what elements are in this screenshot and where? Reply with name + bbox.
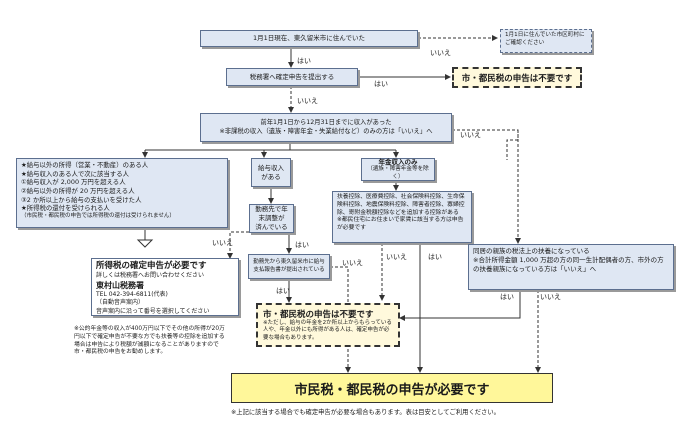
payment-line: 勤務先から東久留米市に給与: [253, 259, 325, 266]
residence-no-note: 1月1日に住んでいた市区町村にご確認ください: [500, 29, 592, 53]
tax-office-line3: 音声案内に沿って番号を選択してください: [96, 307, 210, 315]
business-line: ★所得税の還付を受けられる人: [21, 204, 110, 213]
result-not-required-text: 市・都民税の申告は不要です: [263, 310, 374, 320]
q-residence: 1月1日現在、東久留米市に住んでいた: [200, 30, 418, 47]
label-yes: はい: [428, 253, 442, 261]
pension-title: 年金収入のみ: [378, 157, 418, 166]
label-no: いいえ: [540, 293, 561, 301]
q-tax-office-filing: 税務署へ確定申告を提出する: [226, 68, 358, 86]
pension-footnote: ※公的年金等の収入が400万円以下でその他の所得が20万円以下で確定申告が不要な…: [74, 326, 230, 357]
tax-office-tel: TEL 042-394-6811(代表): [96, 291, 168, 299]
label-yes: はい: [374, 80, 388, 88]
label-no: いいえ: [430, 49, 451, 57]
business-line: ★給与収入のある人で次に該当する人: [21, 169, 129, 178]
q-income-note: ※非課税の収入（遺族・障害年金・失業給付など）のみの方は「いいえ」へ: [219, 127, 433, 135]
q-deductions: 扶養控除、医療費控除、社会保険料控除、生命保険料控除、地震保険料控除、障害者控除…: [332, 191, 472, 243]
nenmatsu-line: 勤務先で年末調整が: [255, 205, 288, 223]
footer-note-text: ※上記に該当する場合でも確定申告が必要な場合もあります。表は目安としてご利用くだ…: [231, 409, 500, 416]
label-no: いいえ: [460, 131, 481, 139]
label-no: いいえ: [297, 97, 318, 105]
label-yes: はい: [276, 287, 290, 295]
nenmatsu-line: 済んでいる: [255, 222, 288, 231]
q-year-end-adjustment: 勤務先で年末調整が 済んでいる: [249, 204, 294, 233]
label-yes: はい: [500, 293, 514, 301]
q-salary-income: 給与収入がある: [251, 158, 291, 187]
result-not-required-box: 市・都民税の申告は不要です ※ただし、給与の年金を2か所以上からもらっている人や…: [256, 303, 400, 347]
label-no: いいえ: [212, 239, 233, 247]
result-not-required-text: 市・都民税の申告は不要です: [461, 73, 573, 84]
tax-office-line2: （自動音声案内）: [96, 299, 145, 307]
label-no: いいえ: [386, 253, 407, 261]
payment-line: 支払報告書が提出されている: [253, 266, 325, 273]
dependent-note: ※合計所得金額 1,000 万超の方の同一生計配偶者の方、市外の方の扶養親族にな…: [473, 255, 664, 273]
business-line: （市民税・都民税の申告では所得税の還付は受けられません）: [21, 212, 175, 219]
residence-no-note-text: 1月1日に住んでいた市区町村にご確認ください: [505, 32, 585, 46]
result-required: 市民税・都民税の申告が必要です: [231, 373, 553, 403]
label-yes: はい: [295, 241, 309, 249]
business-line: ①給与収入が 2,000 万円を超える人: [21, 178, 126, 187]
label-yes: はい: [297, 57, 311, 65]
deductions-note: ※都民住宅にお住まいで家賃に該当する方は申告が必要です: [337, 217, 464, 232]
business-line: ③2 か所以上から給与の支払いを受けた人: [21, 195, 142, 204]
dependent-text: 同居の親族の税法上の扶養になっている: [473, 247, 590, 255]
q-residence-text: 1月1日現在、東久留米市に住んでいた: [253, 34, 365, 43]
tax-office-box: 所得税の確定申告が必要です 詳しくは税務署へお問い合わせください 東村山税務署 …: [91, 258, 239, 316]
q-payment-report: 勤務先から東久留米市に給与 支払報告書が提出されている: [248, 254, 330, 279]
deductions-text: 扶養控除、医療費控除、社会保険料控除、生命保険料控除、地震保険料控除、障害者控除…: [337, 194, 465, 216]
label-no: いいえ: [342, 259, 363, 267]
footer-note: ※上記に該当する場合でも確定申告が必要な場合もあります。表は目安としてご利用くだ…: [231, 407, 500, 416]
q-income-text: 前年1月1日から12月31日までに収入があった: [260, 119, 392, 126]
tax-office-sub: 詳しくは税務署へお問い合わせください: [96, 272, 205, 280]
q-pension-only: 年金収入のみ （遺族・障害年金等を除く）: [361, 158, 435, 181]
q-salary-income-text: 給与収入がある: [258, 163, 284, 181]
q-tax-office-filing-text: 税務署へ確定申告を提出する: [249, 72, 335, 81]
tax-office-title: 所得税の確定申告が必要です: [96, 261, 207, 271]
business-line: ②給与以外の所得が 20 万円を超える人: [21, 186, 135, 195]
pension-footnote-text: ※公的年金等の収入が400万円以下でその他の所得が20万円以下で確定申告が不要な…: [74, 326, 225, 356]
result-required-text: 市民税・都民税の申告が必要です: [294, 382, 490, 398]
tax-office-name: 東村山税務署: [96, 280, 144, 290]
box-business-income: ★給与以外の所得（営業・不動産）のある人 ★給与収入のある人で次に該当する人 ①…: [16, 158, 228, 228]
result-not-required: 市・都民税の申告は不要です: [452, 67, 582, 88]
business-line: ★給与以外の所得（営業・不動産）のある人: [21, 161, 149, 169]
result-not-required-note: ※ただし、給与の年金を2か所以上からもらっている人や、年金以外にも所得がある人は…: [263, 320, 392, 341]
q-dependent: 同居の親族の税法上の扶養になっている ※合計所得金額 1,000 万超の方の同一…: [468, 244, 674, 290]
q-income-last-year: 前年1月1日から12月31日までに収入があった ※非課税の収入（遺族・障害年金・…: [200, 113, 452, 142]
pension-sub: （遺族・障害年金等を除く）: [367, 166, 429, 180]
